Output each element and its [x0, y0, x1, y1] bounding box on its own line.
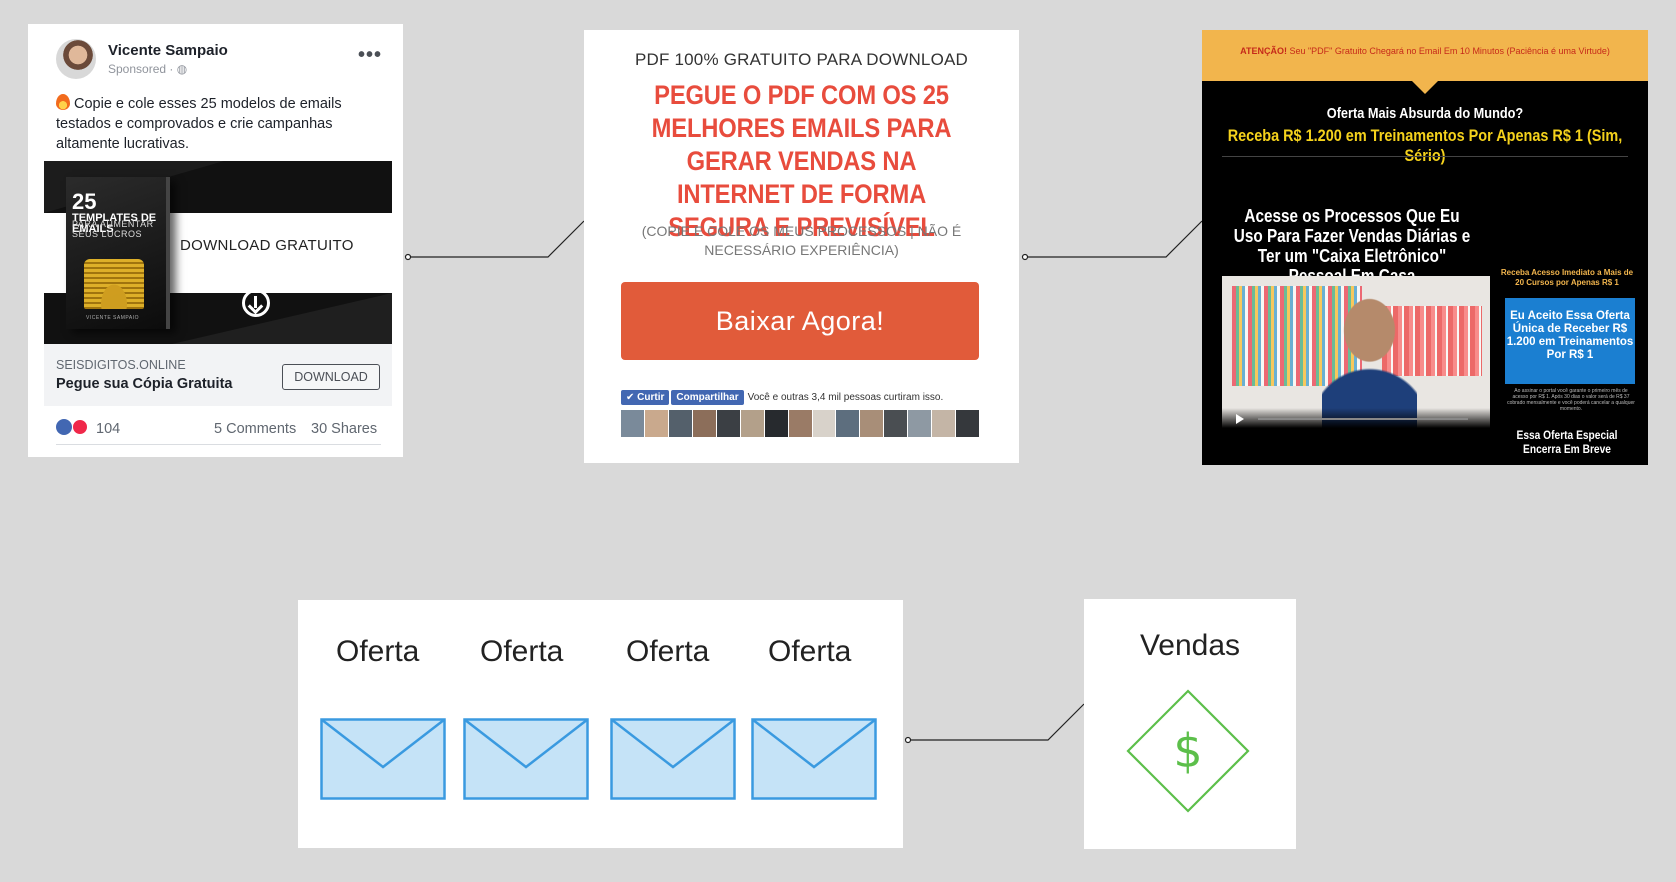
svg-text:$: $ — [1173, 724, 1202, 778]
avatar[interactable] — [884, 410, 908, 437]
envelope-icon — [463, 718, 589, 800]
comments-count[interactable]: 5 Comments — [214, 421, 297, 437]
avatar[interactable] — [860, 410, 884, 437]
fire-icon — [56, 94, 70, 110]
more-options-icon[interactable]: ••• — [358, 44, 383, 66]
avatar[interactable] — [668, 410, 692, 437]
avatar[interactable] — [740, 410, 764, 437]
connector-dot-landing — [1021, 253, 1029, 261]
offer-question: Oferta Mais Absurda do Mundo? — [1326, 105, 1524, 122]
video-progress-bar[interactable] — [1258, 418, 1468, 420]
sales-video-player[interactable] — [1222, 276, 1490, 428]
email-offers-card: Oferta Oferta Oferta Oferta — [298, 600, 903, 848]
ad-headline: Pegue sua Cópia Gratuita — [56, 376, 233, 392]
dollar-diamond-icon: $ — [1126, 689, 1250, 813]
avatar[interactable] — [692, 410, 716, 437]
divider — [1222, 156, 1628, 157]
alert-arrow-icon — [1412, 81, 1438, 94]
avatar[interactable] — [956, 410, 980, 437]
connector-landing-to-vsl — [1025, 220, 1203, 258]
share-button[interactable]: Compartilhar — [671, 390, 744, 405]
avatar[interactable] — [56, 39, 96, 79]
offer-label: Oferta — [768, 635, 852, 668]
play-icon[interactable] — [1236, 414, 1244, 424]
like-reaction-icon — [56, 419, 72, 435]
offer-label: Oferta — [480, 635, 564, 668]
gold-coins-icon — [84, 259, 144, 309]
connector-offers-to-sales — [908, 703, 1085, 741]
globe-icon: ◍ — [176, 62, 188, 76]
offer-headline: Receba R$ 1.200 em Treinamentos Por Apen… — [1227, 126, 1623, 165]
offer-closing-text: Essa Oferta Especial Encerra Em Breve — [1516, 428, 1618, 456]
sponsored-label: Sponsored · ◍ — [108, 62, 188, 76]
avatar[interactable] — [788, 410, 812, 437]
avatar[interactable] — [644, 410, 668, 437]
facebook-ad-card: Vicente Sampaio Sponsored · ◍ ••• Copie … — [28, 24, 403, 457]
landing-top-line: PDF 100% GRATUITO PARA DOWNLOAD — [634, 50, 969, 69]
offer-label: Oferta — [626, 635, 710, 668]
like-button[interactable]: ✔ Curtir — [621, 390, 670, 405]
ad-author-name[interactable]: Vicente Sampaio — [108, 42, 228, 59]
avatar[interactable] — [908, 410, 932, 437]
alert-bar: ATENÇÃO! Seu "PDF" Gratuito Chegará no E… — [1202, 30, 1648, 81]
sales-card: Vendas $ — [1084, 599, 1296, 849]
image-download-text: DOWNLOAD GRATUITO — [180, 237, 354, 254]
ad-body-text: Copie e cole esses 25 modelos de emails … — [56, 94, 342, 152]
connector-dot-ad — [404, 253, 412, 261]
avatar[interactable] — [621, 410, 644, 437]
sales-label: Vendas — [1139, 629, 1241, 662]
avatar[interactable] — [764, 410, 788, 437]
avatar[interactable] — [812, 410, 836, 437]
upsell-page-card: ATENÇÃO! Seu "PDF" Gratuito Chegará no E… — [1202, 30, 1648, 465]
connector-ad-to-landing — [408, 220, 585, 258]
accept-offer-button[interactable]: Eu Aceito Essa Oferta Única de Receber R… — [1505, 298, 1635, 384]
reaction-count[interactable]: 104 — [96, 421, 121, 437]
ad-domain: SEISDIGITOS.ONLINE — [56, 358, 186, 372]
ebook-subtitle: PARA AUMENTAR SEUS LUCROS — [72, 219, 154, 239]
download-arrow-icon — [242, 289, 270, 317]
avatar[interactable] — [836, 410, 860, 437]
social-proof-text: Você e outras 3,4 mil pessoas curtiram i… — [747, 392, 944, 403]
offer-label: Oferta — [336, 635, 420, 668]
image-shard-decoration — [172, 293, 392, 344]
connector-dot-offers — [904, 736, 912, 744]
ebook-author: VICENTE SAMPAIO — [86, 315, 139, 321]
landing-subline: (COPIE E COLE OS MEUS PROCESSOS | NÃO É … — [641, 223, 962, 258]
envelope-icon — [751, 718, 877, 800]
shares-count[interactable]: 30 Shares — [311, 421, 378, 437]
presenter-video-frame — [1322, 296, 1417, 428]
love-reaction-icon — [72, 419, 88, 435]
download-now-button[interactable]: Baixar Agora! — [621, 282, 979, 360]
landing-headline: PEGUE O PDF COM OS 25 MELHORES EMAILS PA… — [651, 80, 952, 242]
envelope-icon — [320, 718, 446, 800]
avatar[interactable] — [932, 410, 956, 437]
landing-page-card: PDF 100% GRATUITO PARA DOWNLOAD PEGUE O … — [584, 30, 1019, 463]
ad-link-footer[interactable]: SEISDIGITOS.ONLINE Pegue sua Cópia Gratu… — [44, 344, 392, 406]
fine-print: Ao assinar o portal você garante o prime… — [1507, 388, 1635, 412]
divider — [56, 444, 381, 445]
alert-text: ATENÇÃO! Seu "PDF" Gratuito Chegará no E… — [1240, 46, 1610, 56]
friend-avatars — [621, 410, 980, 437]
side-note: Receba Acesso Imediato a Mais de 20 Curs… — [1500, 268, 1634, 287]
envelope-icon — [610, 718, 736, 800]
vsl-headline: Acesse os Processos Que Eu Uso Para Faze… — [1233, 206, 1471, 286]
download-button[interactable]: DOWNLOAD — [282, 364, 380, 390]
avatar[interactable] — [716, 410, 740, 437]
